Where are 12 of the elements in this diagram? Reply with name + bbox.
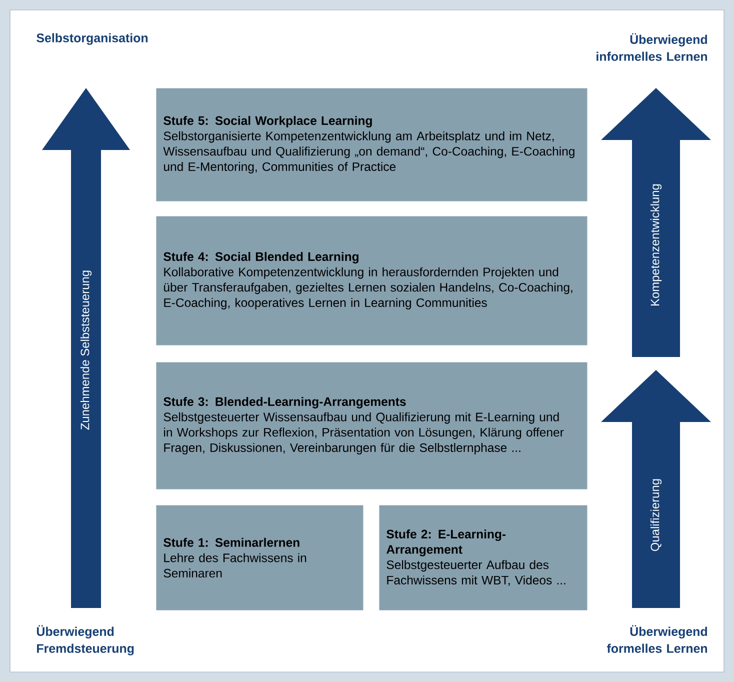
corner-label: Überwiegend formelles Lernen [606,625,708,653]
stage-box: Stufe 5: Social Workplace Learning Selbstorganisierte Kompetenzentwicklung am Arbeitsplatz und im Netz, Wissensaufbau und Qualifizierung „on demand“, Co-Coaching, E-Coaching und E-Mentoring, Communities of Practice [156,88,588,202]
arrow-label: Qualifizierung [650,479,662,551]
corner-label: Überwiegend informelles Lernen [596,33,708,61]
corner-label: Überwiegend Fremdsteuerung [36,625,134,656]
stage-box: Stufe 2: E-Learning-Arrangement Selbstgesteuerter Aufbau des Fachwissens mit WBT, Videos ... [379,505,588,610]
corner-label: Selbstorganisation [36,33,148,45]
arrow-label: Zunehmende Selbststeuerung [80,270,92,430]
stage-box: Stufe 3: Blended-Learning-Arrangements Selbstgesteuerter Wissensaufbau und Qualifizierung mit E-Learning und in Workshops zur Reflexion, Präsentation von Lösungen, Klärung offener Fragen, Diskussionen, Vereinbarungen für die Selbstlernphase ... [156,362,588,490]
stage-box: Stufe 4: Social Blended Learning Kollaborative Kompetenzentwicklung in herausfordernden Projekten und über Transferaufgaben, gezieltes Lernen sozialen Handelns, Co-Coaching, E-Coaching, kooperatives Lernen in Learning Communities [156,216,588,346]
stage-box: Stufe 1: Seminarlernen Lehre des Fachwissens in Seminaren [156,505,364,610]
arrow-label: Kompetenzentwicklung [650,184,662,306]
